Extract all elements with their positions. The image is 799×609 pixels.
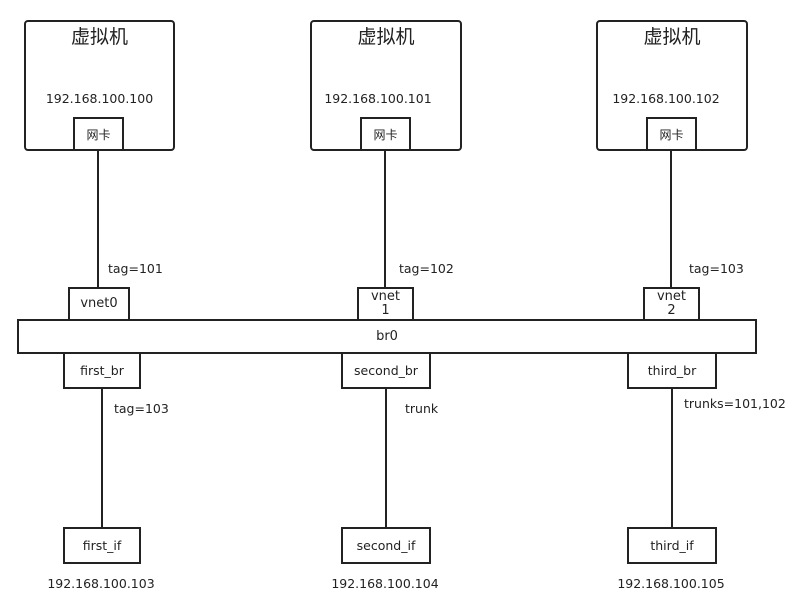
iface-ip-second: 192.168.100.104	[331, 576, 439, 591]
vm-ip-2: 192.168.100.101	[324, 91, 432, 106]
iface-first-if: first_if	[63, 527, 141, 564]
link-vm3-vnet2	[670, 150, 672, 289]
tag-label-3: tag=103	[689, 261, 744, 276]
tag-label-2: tag=102	[399, 261, 454, 276]
port-second-br: second_br	[341, 352, 431, 389]
vm-ip-3: 192.168.100.102	[612, 91, 720, 106]
nic-2: 网卡	[360, 117, 411, 151]
vm-title-3: 虚拟机	[643, 26, 701, 48]
link-first	[101, 388, 103, 529]
vm-title-1: 虚拟机	[70, 26, 128, 48]
port-vnet1: vnet 1	[357, 287, 414, 321]
nic-1: 网卡	[73, 117, 124, 151]
iface-second-if: second_if	[341, 527, 431, 564]
link-label-third: trunks=101,102	[684, 396, 786, 411]
link-vm1-vnet0	[97, 150, 99, 289]
link-vm2-vnet1	[384, 150, 386, 289]
tag-label-1: tag=101	[108, 261, 163, 276]
port-vnet0: vnet0	[68, 287, 130, 321]
vm-ip-1: 192.168.100.100	[45, 91, 154, 106]
vm-title-2: 虚拟机	[357, 26, 415, 48]
link-label-first: tag=103	[114, 401, 169, 416]
iface-third-if: third_if	[627, 527, 717, 564]
port-first-br: first_br	[63, 352, 141, 389]
port-vnet2: vnet 2	[643, 287, 700, 321]
bridge-br0: br0	[17, 319, 757, 354]
iface-ip-first: 192.168.100.103	[47, 576, 155, 591]
port-third-br: third_br	[627, 352, 717, 389]
iface-ip-third: 192.168.100.105	[617, 576, 725, 591]
nic-3: 网卡	[646, 117, 697, 151]
link-second	[385, 388, 387, 529]
link-third	[671, 388, 673, 529]
link-label-second: trunk	[405, 401, 439, 416]
